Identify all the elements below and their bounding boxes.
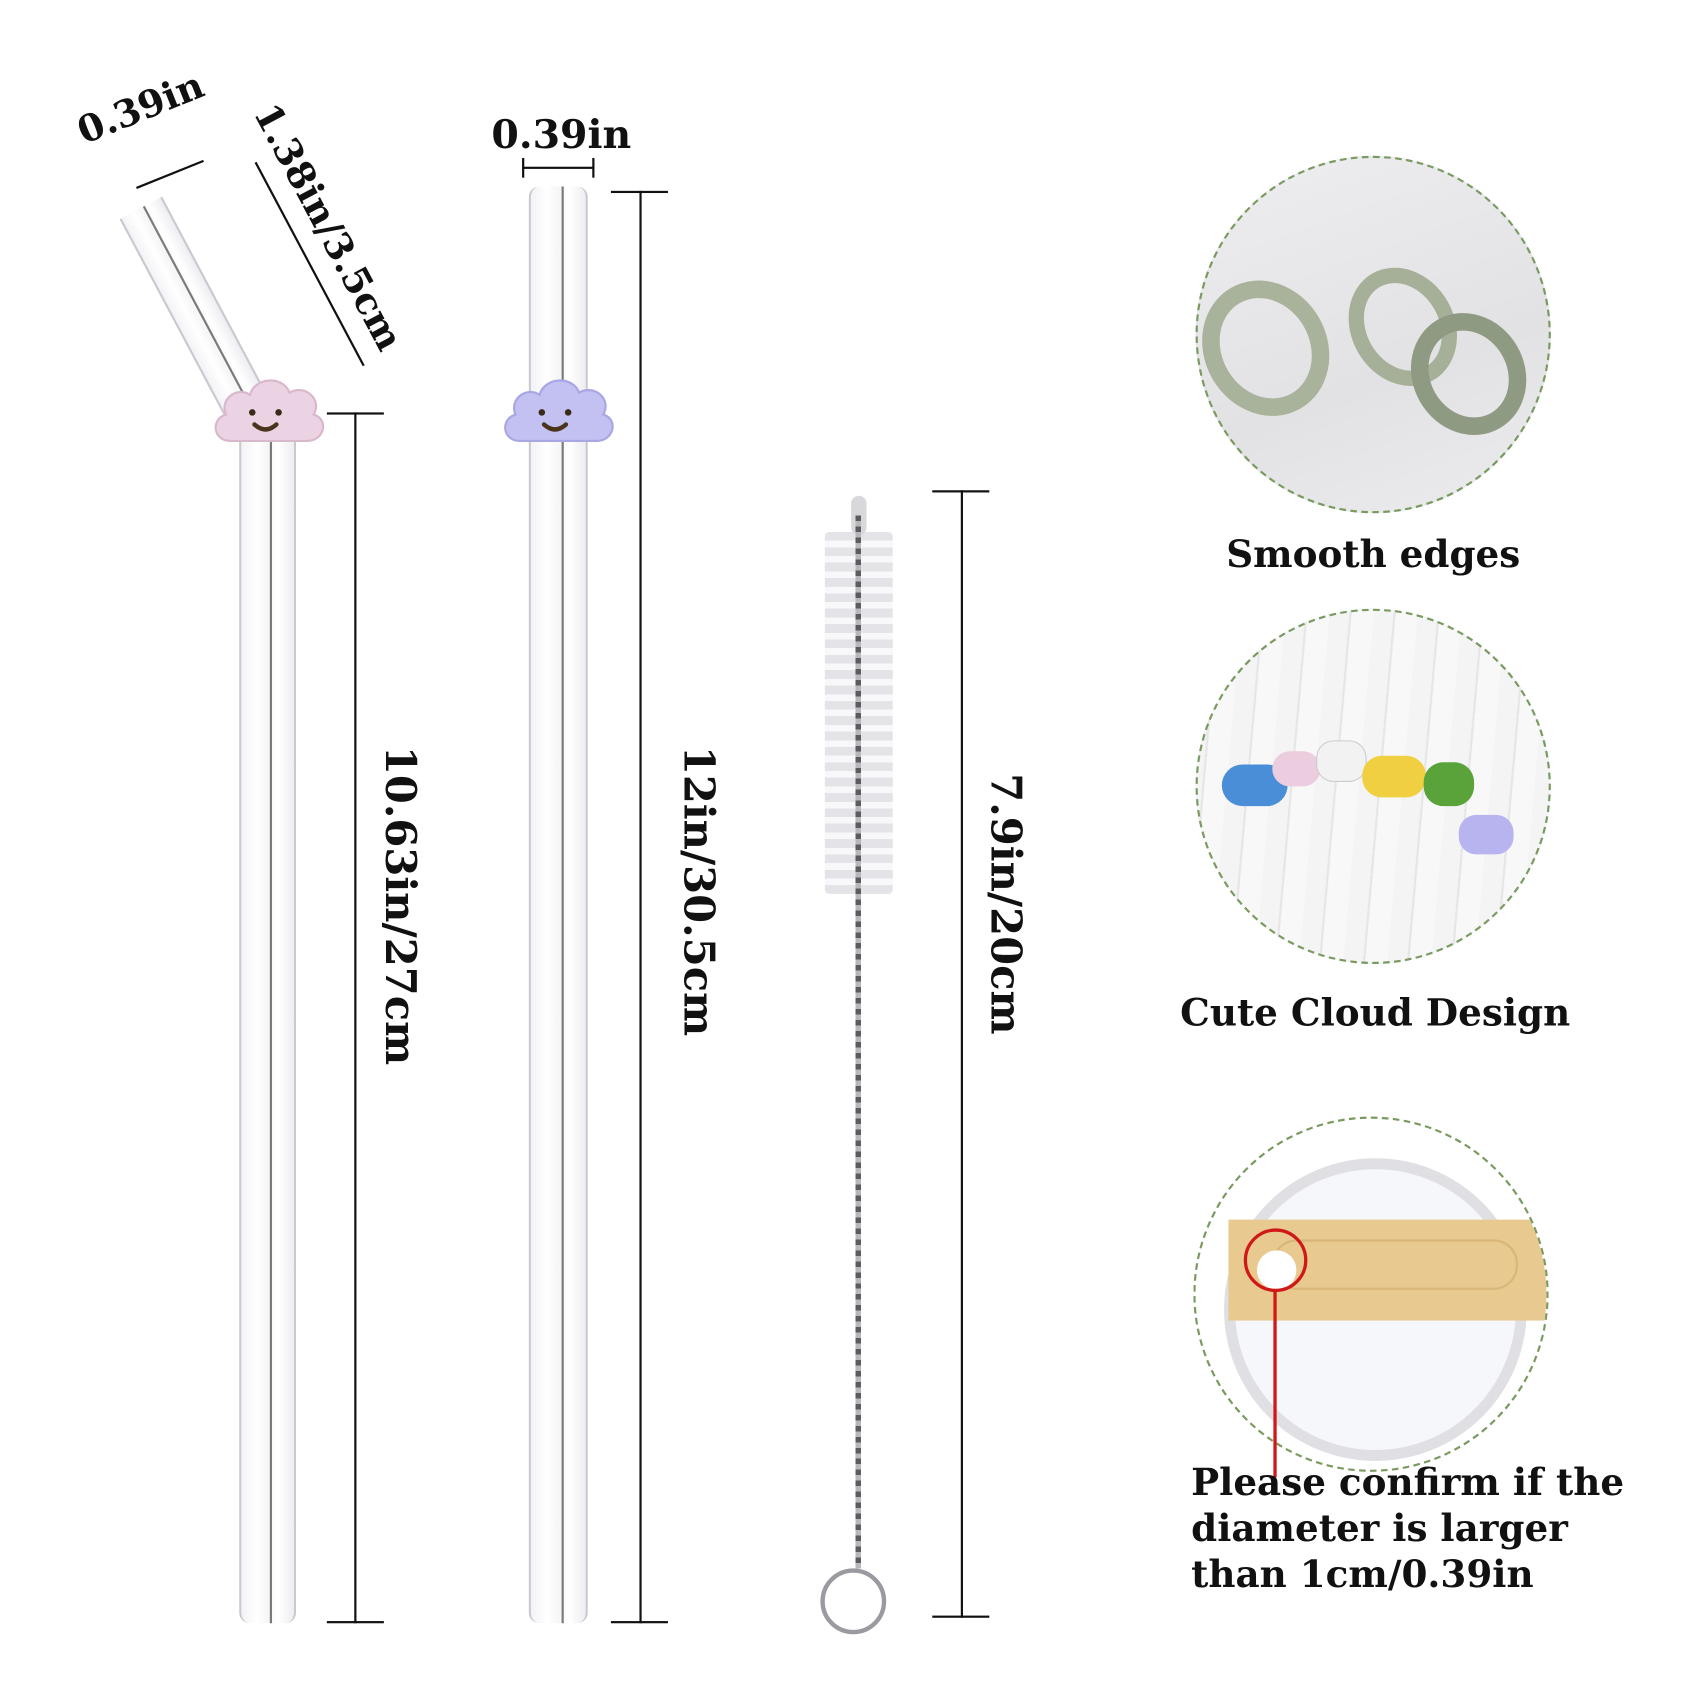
red-callout-line [1273, 1290, 1277, 1478]
tumbler-lid-photo [1193, 1116, 1549, 1472]
straight-straw-length-label: 12in/30.5cm [674, 745, 724, 1037]
bent-straw-length-label: 10.63in/27cm [376, 745, 426, 1066]
pink-cloud-charm-icon [214, 379, 325, 443]
brush-twisted-wire [855, 515, 861, 1569]
bent-straw-body [239, 405, 297, 1624]
bent-length-bottom-cap [326, 1621, 384, 1624]
pink-cloud-charm-icon [1272, 751, 1321, 787]
bent-straw-diameter-label: 0.39in [71, 63, 211, 154]
green-cloud-charm-icon [1423, 762, 1475, 807]
straight-diameter-dimension-line [522, 166, 595, 169]
brush-length-bottom-cap [932, 1615, 990, 1618]
yellow-cloud-charm-icon [1362, 755, 1426, 798]
straight-straw-diameter-label: 0.39in [491, 111, 632, 158]
lid-slider-groove [1272, 1239, 1518, 1290]
brush-length-dimension-line [960, 490, 963, 1618]
clear-cloud-charm-icon [1316, 740, 1367, 783]
straight-diameter-right-cap [592, 157, 595, 178]
brush-length-label: 7.9in/20cm [981, 773, 1031, 1035]
straight-length-dimension-line [639, 190, 642, 1624]
brush-loop-handle [820, 1568, 887, 1635]
cloud-design-photo [1195, 608, 1551, 965]
smooth-edges-photo [1195, 155, 1551, 514]
lid-diameter-note-line-2: diameter is larger [1191, 1507, 1568, 1551]
straight-diameter-left-cap [522, 157, 525, 178]
straw-end-ring-icon [1197, 257, 1354, 440]
bent-diameter-dimension-line [136, 159, 204, 189]
bend-length-label: 1.38in/3.5cm [244, 96, 412, 358]
lid-diameter-note-line-1: Please confirm if the [1191, 1460, 1625, 1505]
red-callout-circle [1243, 1228, 1308, 1293]
lavender-cloud-charm-icon [1458, 814, 1514, 855]
smooth-edges-caption: Smooth edges [1226, 533, 1521, 577]
lid-diameter-note-line-3: than 1cm/0.39in [1191, 1553, 1534, 1597]
cloud-design-caption: Cute Cloud Design [1180, 991, 1571, 1036]
straight-length-bottom-cap [610, 1621, 668, 1624]
lavender-cloud-charm-icon [504, 379, 614, 443]
bent-length-dimension-line [354, 412, 357, 1624]
